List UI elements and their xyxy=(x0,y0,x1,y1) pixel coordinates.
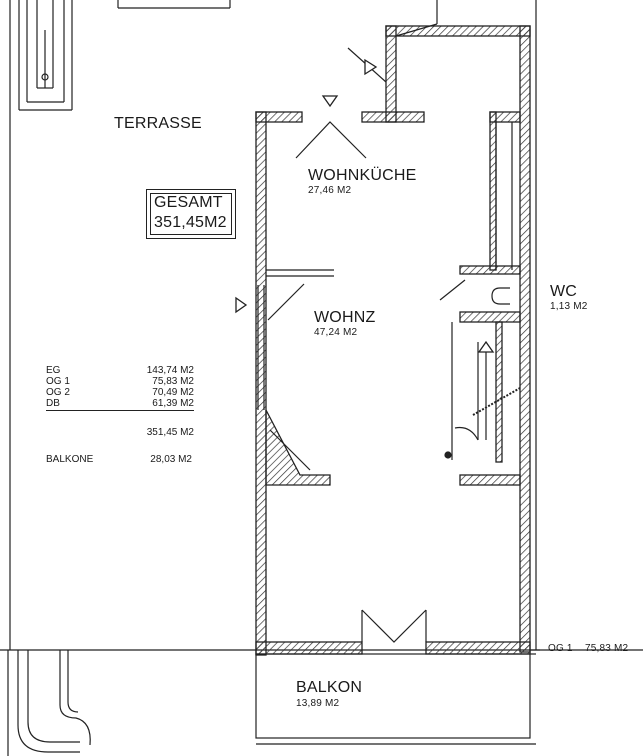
balkone-label: BALKONE xyxy=(46,454,94,465)
gesamt-title: GESAMT xyxy=(154,194,223,211)
area-row: OG 1 75,83 M2 xyxy=(46,376,194,387)
area-row-floor: OG 1 xyxy=(46,376,70,387)
wohnkueche-label: WOHNKÜCHE xyxy=(308,167,417,184)
sum-underline xyxy=(46,410,194,411)
area-row-value: 61,39 M2 xyxy=(152,398,194,409)
wall-details xyxy=(255,23,540,745)
og1-area-label: 75,83 M2 xyxy=(585,643,629,654)
balkon-area: 13,89 M2 xyxy=(296,698,340,709)
balkone-value: 28,03 M2 xyxy=(150,454,192,465)
wohnz-area: 47,24 M2 xyxy=(314,327,358,338)
wohnz-label: WOHNZ xyxy=(314,309,376,326)
area-row-value: 75,83 M2 xyxy=(152,376,194,387)
area-row-value: 70,49 M2 xyxy=(152,387,194,398)
area-row: EG 143,74 M2 xyxy=(46,365,194,376)
wc-label: WC xyxy=(550,283,578,300)
area-row-floor: DB xyxy=(46,398,60,409)
walls xyxy=(255,25,531,656)
area-total-row: 351,45 M2 xyxy=(46,427,194,438)
area-total-value: 351,45 M2 xyxy=(146,427,194,438)
area-row: OG 2 70,49 M2 xyxy=(46,387,194,398)
balkone-row: BALKONE 28,03 M2 xyxy=(46,454,194,465)
area-row: DB 61,39 M2 xyxy=(46,398,194,409)
area-row-value: 143,74 M2 xyxy=(146,365,194,376)
wc-area: 1,13 M2 xyxy=(550,301,588,312)
terrasse-label: TERRASSE xyxy=(114,115,202,132)
direction-arrows xyxy=(235,58,495,353)
wohnkueche-area: 27,46 M2 xyxy=(308,185,352,196)
og1-level-label: OG 1 xyxy=(548,643,573,654)
balkon-label: BALKON xyxy=(296,679,363,696)
area-summary-table: EG 143,74 M2 OG 1 75,83 M2 OG 2 70,49 M2… xyxy=(46,365,194,465)
lower-stair xyxy=(7,650,91,756)
stair-railing xyxy=(18,0,73,111)
gesamt-box xyxy=(146,189,236,239)
area-row-floor: OG 2 xyxy=(46,387,70,398)
gesamt-value: 351,45M2 xyxy=(154,214,227,231)
area-row-floor: EG xyxy=(46,365,61,376)
